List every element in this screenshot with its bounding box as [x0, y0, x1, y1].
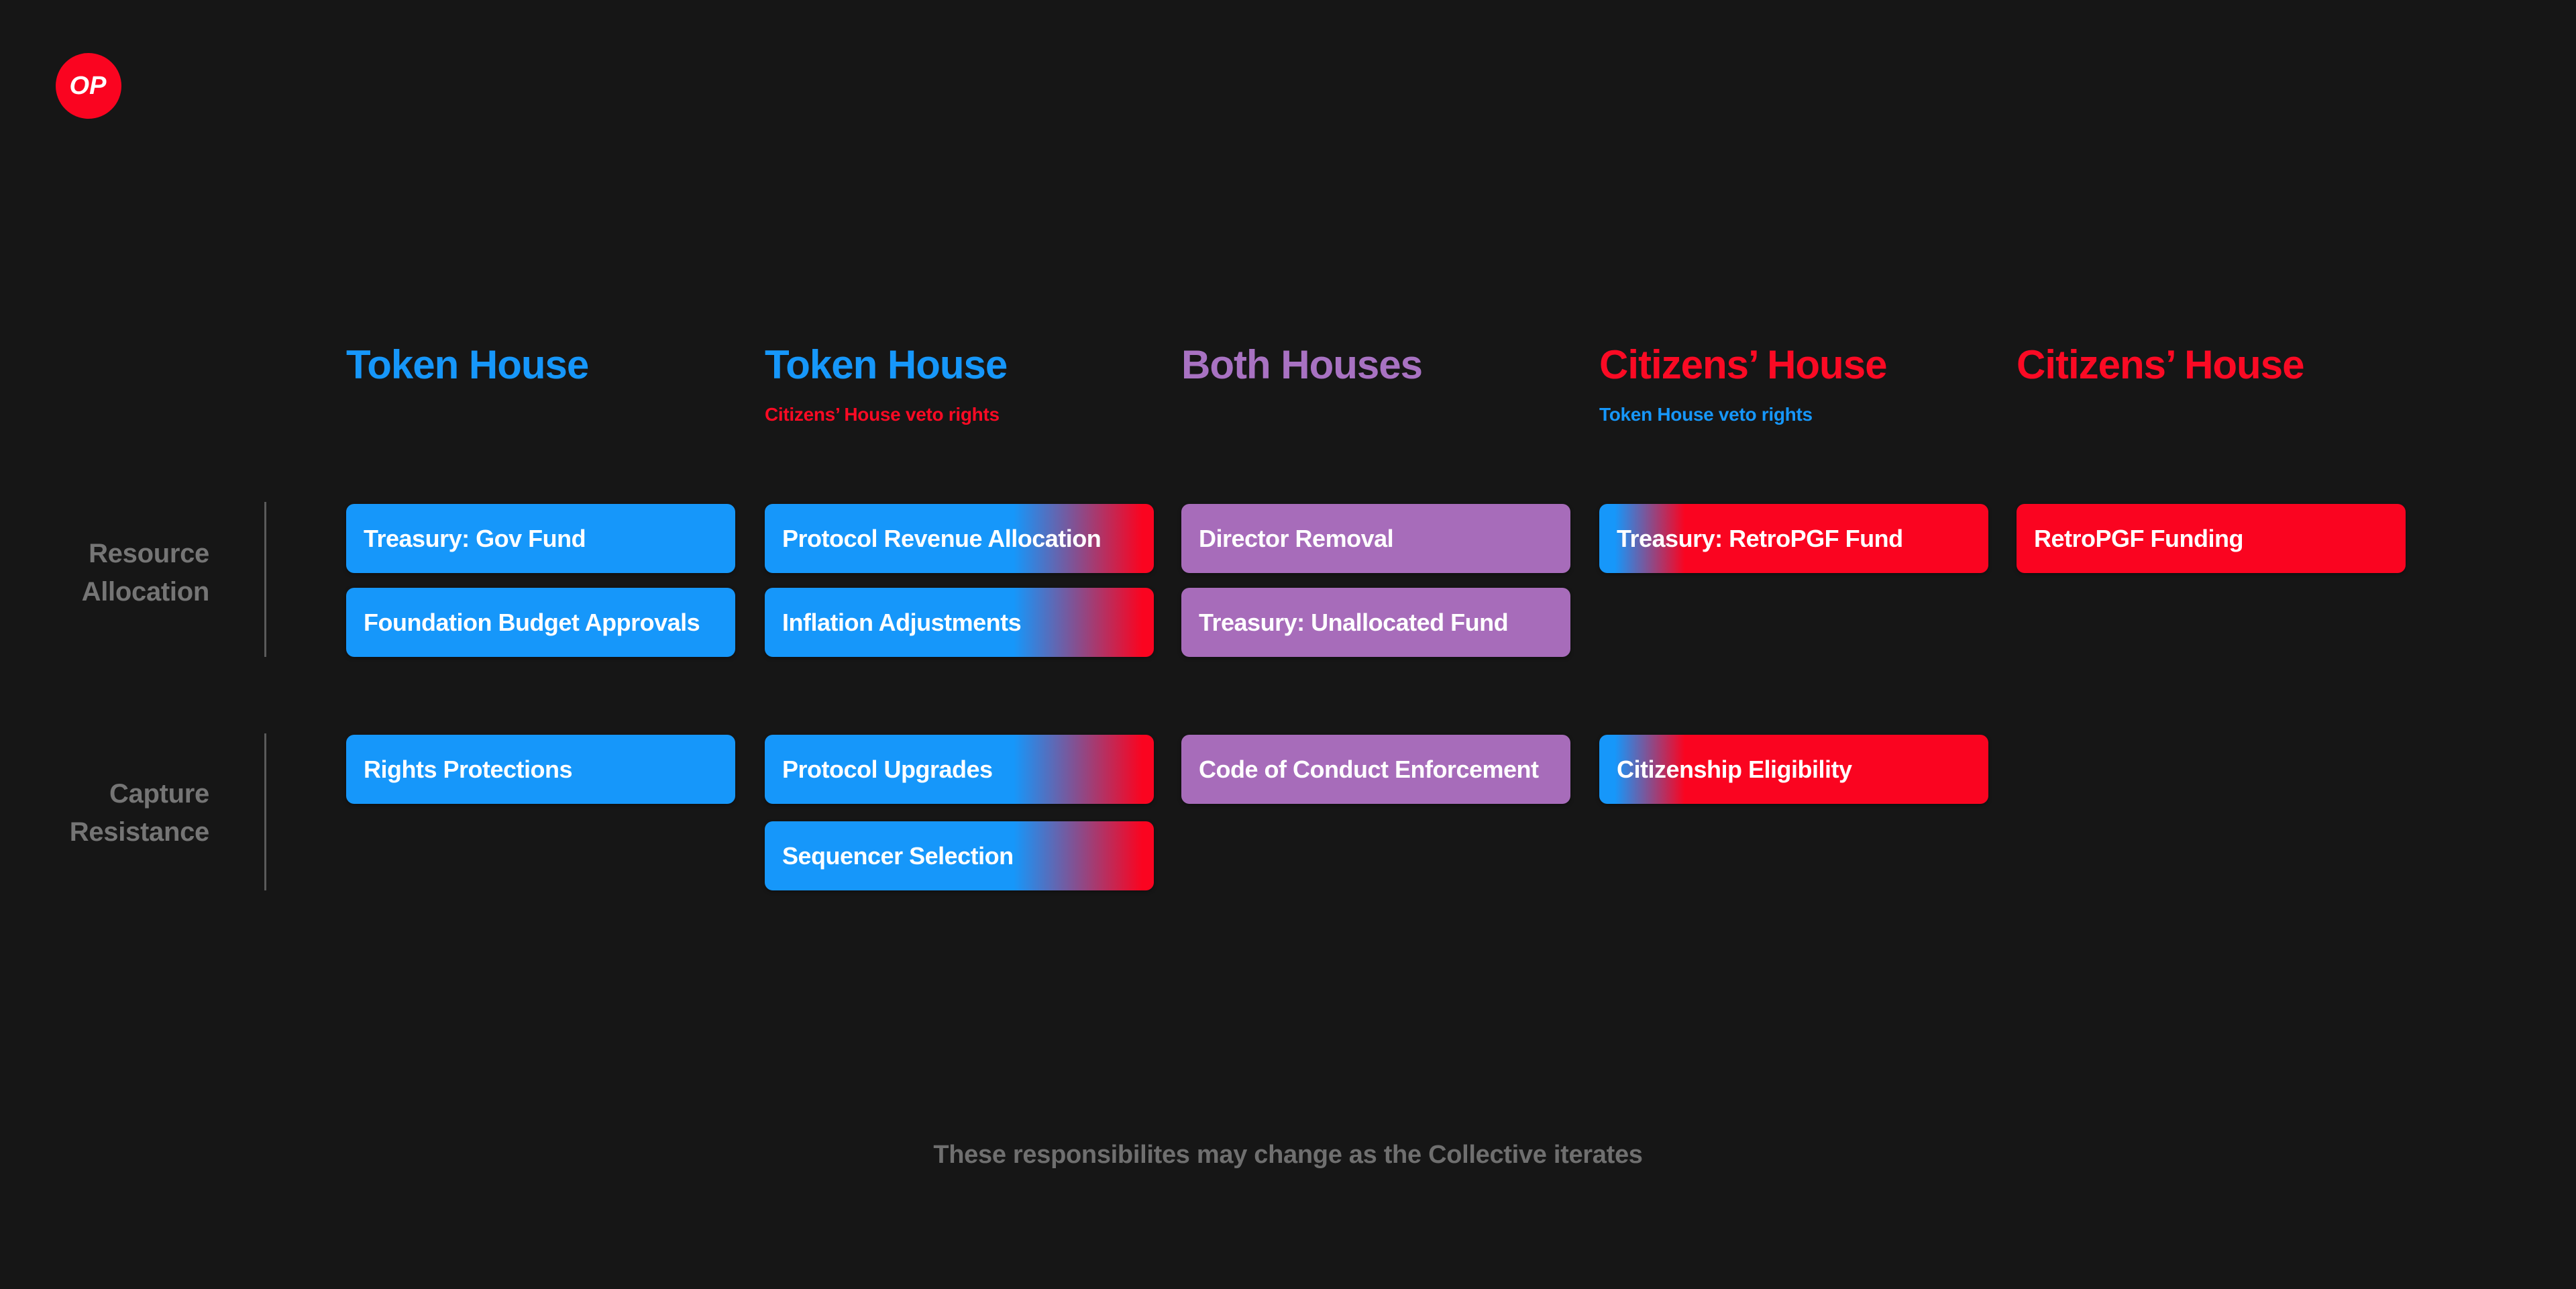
row-label-resource-allocation: Resource Allocation — [0, 535, 210, 611]
op-logo: OP — [56, 53, 121, 119]
pill-foundation-budget-approvals: Foundation Budget Approvals — [346, 588, 735, 657]
header-citizens-house: Citizens’ House — [2017, 342, 2304, 387]
header-both-houses: Both Houses — [1181, 342, 1423, 387]
pill-protocol-upgrades: Protocol Upgrades — [765, 735, 1154, 804]
row-label-line: Resource — [89, 539, 209, 568]
header-token-house: Token House — [346, 342, 589, 387]
footer-disclaimer: These responsibilites may change as the … — [933, 1141, 1643, 1169]
pill-sequencer-selection: Sequencer Selection — [765, 821, 1154, 890]
op-logo-text: OP — [69, 71, 107, 100]
pill-rights-protections: Rights Protections — [346, 735, 735, 804]
divider-capture-resistance — [264, 733, 266, 890]
row-label-line: Allocation — [81, 577, 210, 607]
subtitle-token-house-veto-rights: Token House veto rights — [1599, 404, 1813, 425]
pill-code-of-conduct-enforcement: Code of Conduct Enforcement — [1181, 735, 1570, 804]
pill-treasury-unallocated-fund: Treasury: Unallocated Fund — [1181, 588, 1570, 657]
row-label-line: Capture — [109, 779, 209, 809]
pill-retropgf-funding: RetroPGF Funding — [2017, 504, 2406, 573]
pill-treasury-gov-fund: Treasury: Gov Fund — [346, 504, 735, 573]
pill-citizenship-eligibility: Citizenship Eligibility — [1599, 735, 1988, 804]
header-citizens-house-veto: Citizens’ House — [1599, 342, 1887, 387]
pill-director-removal: Director Removal — [1181, 504, 1570, 573]
header-token-house-veto: Token House — [765, 342, 1008, 387]
row-label-line: Resistance — [69, 817, 210, 847]
pill-treasury-retropgf-fund: Treasury: RetroPGF Fund — [1599, 504, 1988, 573]
divider-resource-allocation — [264, 502, 266, 657]
pill-inflation-adjustments: Inflation Adjustments — [765, 588, 1154, 657]
pill-protocol-revenue-allocation: Protocol Revenue Allocation — [765, 504, 1154, 573]
subtitle-citizens-house-veto-rights: Citizens’ House veto rights — [765, 404, 1000, 425]
row-label-capture-resistance: Capture Resistance — [0, 775, 210, 852]
